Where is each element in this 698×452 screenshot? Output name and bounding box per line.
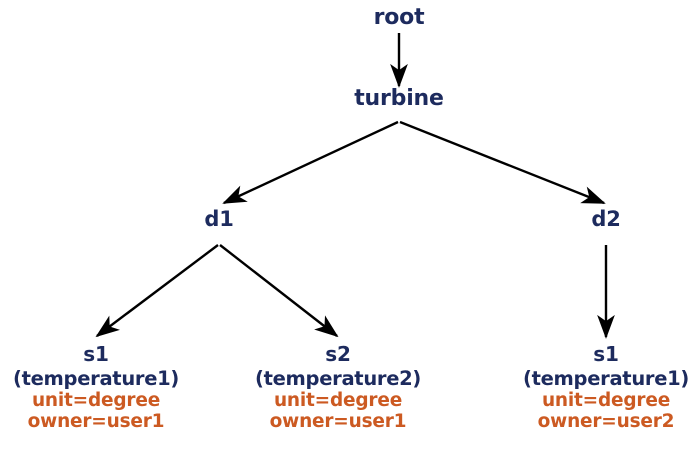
node-root-label: root — [373, 5, 425, 30]
edge-d1-s1 — [95, 244, 219, 338]
node-attr-unit: unit=degree — [31, 389, 161, 411]
node-d1-label: d1 — [204, 207, 234, 231]
node-s1-temperature1-user2[interactable]: s1 (temperature1) unit=degree owner=user… — [522, 342, 690, 433]
node-attr-owner: owner=user1 — [269, 411, 407, 433]
node-attr-unit: unit=degree — [541, 389, 671, 411]
node-type: (temperature1) — [522, 366, 690, 390]
node-type: (temperature2) — [254, 366, 422, 390]
node-root[interactable]: root — [374, 5, 425, 31]
node-d1[interactable]: d1 — [204, 207, 233, 232]
node-turbine[interactable]: turbine — [354, 86, 444, 112]
node-label: s1 — [593, 342, 619, 366]
node-d2-label: d2 — [591, 207, 621, 231]
node-attr-unit: unit=degree — [273, 389, 403, 411]
node-attr-owner: owner=user2 — [537, 411, 675, 433]
node-attr-owner: owner=user1 — [27, 411, 165, 433]
node-s1-temperature1-user1[interactable]: s1 (temperature1) unit=degree owner=user… — [12, 342, 180, 433]
node-type: (temperature1) — [12, 366, 180, 390]
node-turbine-label: turbine — [354, 86, 444, 111]
node-label: s2 — [325, 342, 351, 366]
node-d2[interactable]: d2 — [591, 207, 620, 232]
node-s2-temperature2-user1[interactable]: s2 (temperature2) unit=degree owner=user… — [254, 342, 422, 433]
edge-d1-s2 — [219, 244, 339, 338]
node-label: s1 — [83, 342, 109, 366]
edge-turbine-d2 — [399, 120, 606, 205]
edge-turbine-d1 — [222, 120, 399, 205]
